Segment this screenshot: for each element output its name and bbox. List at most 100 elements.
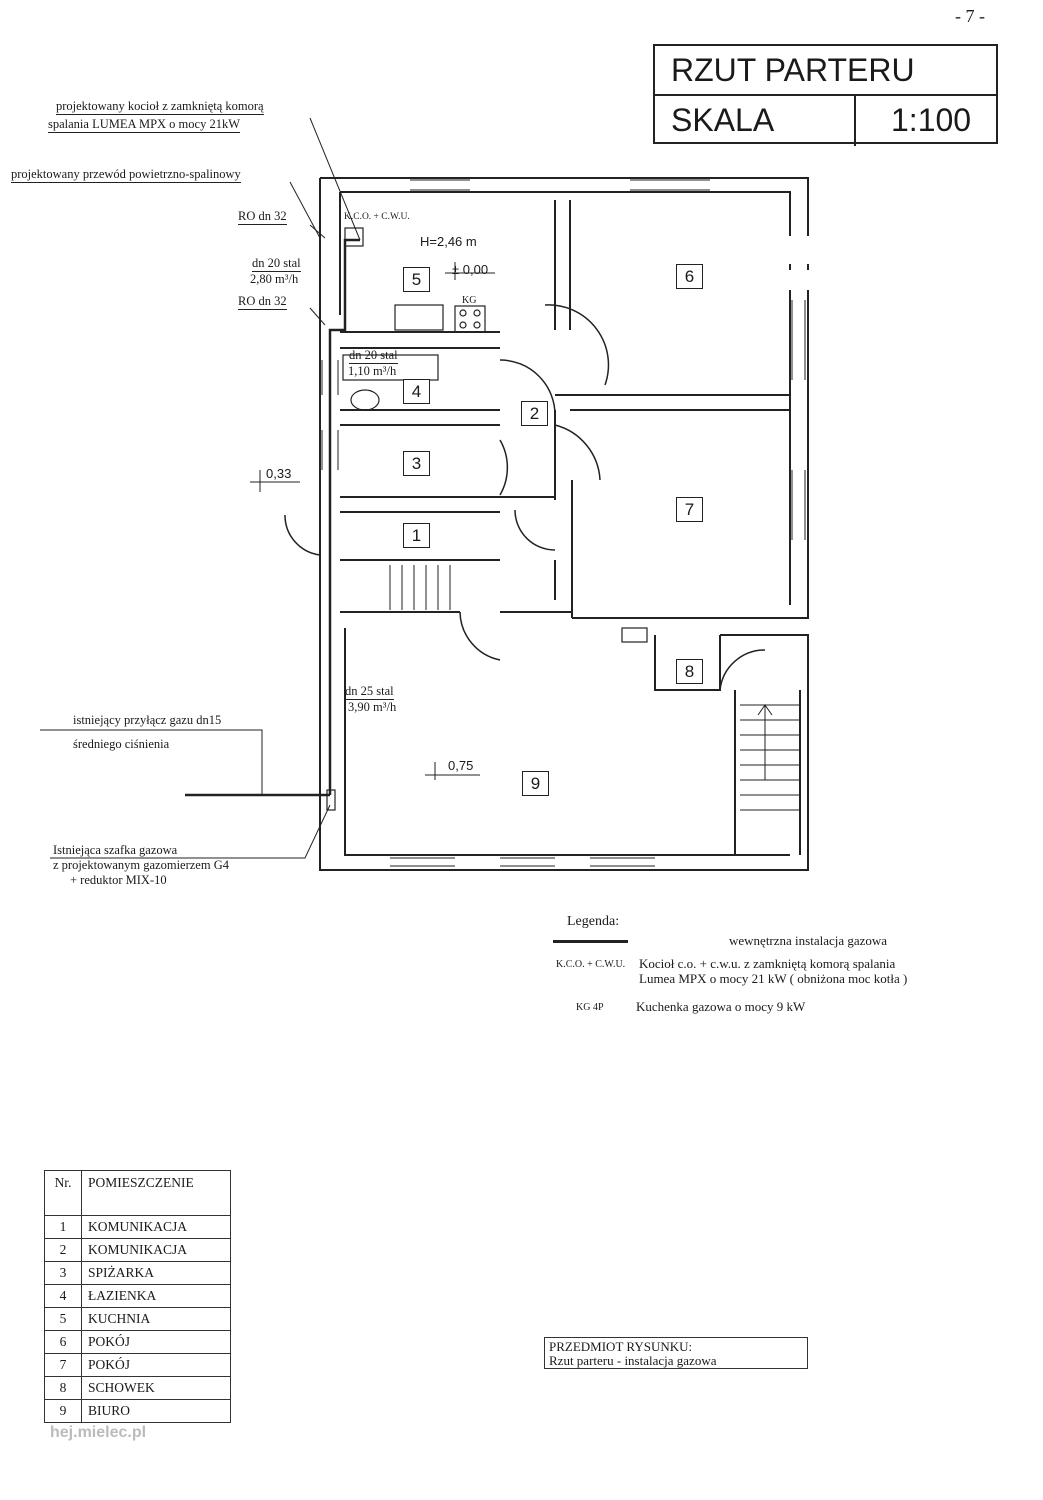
window [410,179,710,191]
lower-block-inner [344,628,790,856]
redacted-area [676,236,930,264]
row-name: KOMUNIKACJA [81,1215,231,1239]
level-mark [445,262,495,280]
row-nr: 4 [44,1284,82,1308]
room-label-7: 7 [676,497,703,522]
gas-cabinet-line2: z projektowanym gazomierzem G4 [53,858,229,872]
scale-label: SKALA [671,102,775,138]
outer-wall-left [319,178,341,625]
boiler-annotation-line1: projektowany kocioł z zamkniętą komorą [56,99,264,115]
boiler-annotation-line2: spalania LUMEA MPX o mocy 21kW [48,117,240,133]
room-label-9: 9 [522,771,549,796]
subject-value: Rzut parteru - instalacja gazowa [549,1353,717,1368]
row-name: KUCHNIA [81,1307,231,1331]
leader-line [309,117,361,241]
leader-line [309,224,326,239]
watermark: hej.mielec.pl [50,1424,147,1441]
existing-connection-line2: średniego ciśnienia [73,737,170,751]
row-nr: 2 [44,1238,82,1262]
level-075: 0,75 [448,758,474,773]
level-000: ± 0,00 [452,262,489,277]
room-label-8: 8 [676,659,703,684]
legend-title: Legenda: [567,914,620,929]
window [390,857,655,867]
boiler-symbol-label: K.C.O. + C.W.U. [344,212,410,222]
gas-cabinet [326,789,336,811]
legend-boiler-line1: Kocioł c.o. + c.w.u. z zamkniętą komorą … [639,956,896,971]
leader-line [289,181,321,239]
wall-hall [554,394,790,618]
pipe-annotation-c2: 3,90 m³/h [348,700,397,714]
wall-storage [654,635,721,691]
boiler [344,227,364,247]
door-swing-room7 [554,424,601,481]
gas-cabinet-line3: + reduktor MIX-10 [70,873,167,887]
wall-stairs-right [734,690,801,855]
leader-line [50,804,331,859]
gas-pipe [328,238,360,795]
legend-stove-label: Kuchenka gazowa o mocy 9 kW [636,999,806,1014]
door-swing-hall [499,359,556,416]
pipe-annotation-b1: dn 20 stal [349,348,398,364]
row-nr: 9 [44,1399,82,1423]
legend-stove-symbol: KG 4P [576,1002,604,1013]
lower-block-wall [319,625,809,871]
row-name: KOMUNIKACJA [81,1238,231,1262]
ro-annotation-2: RO dn 32 [238,294,287,310]
page-number: - 7 - [955,6,985,26]
leader-line [309,307,326,326]
outer-wall [320,177,809,619]
header-nr: Nr. [44,1170,82,1216]
outer-wall-inner [340,191,791,605]
scale-value: 1:100 [891,102,972,138]
room-label-3: 3 [403,451,430,476]
stairs-left [389,565,451,610]
row-nr: 1 [44,1215,82,1239]
row-name: BIURO [81,1399,231,1423]
row-nr: 8 [44,1376,82,1400]
table-header: Nr. POMIESZCZENIE [44,1170,231,1216]
level-033: 0,33 [266,466,292,481]
legend-gas-line-symbol [553,940,628,943]
row-name: ŁAZIENKA [81,1284,231,1308]
bathtub [342,354,439,381]
wall-stair [340,559,572,613]
room-label-4: 4 [403,379,430,404]
room-label-2: 2 [521,401,548,426]
window [321,360,339,470]
legend-boiler-line2: Lumea MPX o mocy 21 kW ( obniżona moc ko… [639,971,908,986]
sink [394,304,444,331]
level-mark [250,470,300,492]
row-name: SPIŻARKA [81,1261,231,1285]
row-nr: 5 [44,1307,82,1331]
door-swing-kitchen [544,304,610,386]
title-block: RZUT PARTERU SKALA 1:100 [653,44,998,146]
door-swing-storage [719,649,766,691]
legend-gas-line-label: wewnętrzna instalacja gazowa [729,933,888,948]
wall-kitchen-east [554,200,571,330]
door-swing-hall1 [514,509,556,551]
row-name: SCHOWEK [81,1376,231,1400]
room-label-1: 1 [403,523,430,548]
room-label-6: 6 [676,264,703,289]
row-nr: 3 [44,1261,82,1285]
row-name: POKÓJ [81,1330,231,1354]
flue-annotation: projektowany przewód powietrzno-spalinow… [11,167,241,183]
stove-symbol-label: KG [462,295,477,306]
door-swing-office [459,611,501,661]
wall-pantry [340,496,555,513]
pipe-annotation-c1: dn 25 stal [345,684,394,700]
gas-stove [454,305,486,333]
subject-label: PRZEDMIOT RYSUNKU: [549,1339,693,1354]
room-label-5: 5 [403,267,430,292]
pipe-annotation-b2: 1,10 m³/h [348,364,397,378]
redacted-area [772,270,880,290]
toilet [350,389,380,411]
row-name: POKÓJ [81,1353,231,1377]
